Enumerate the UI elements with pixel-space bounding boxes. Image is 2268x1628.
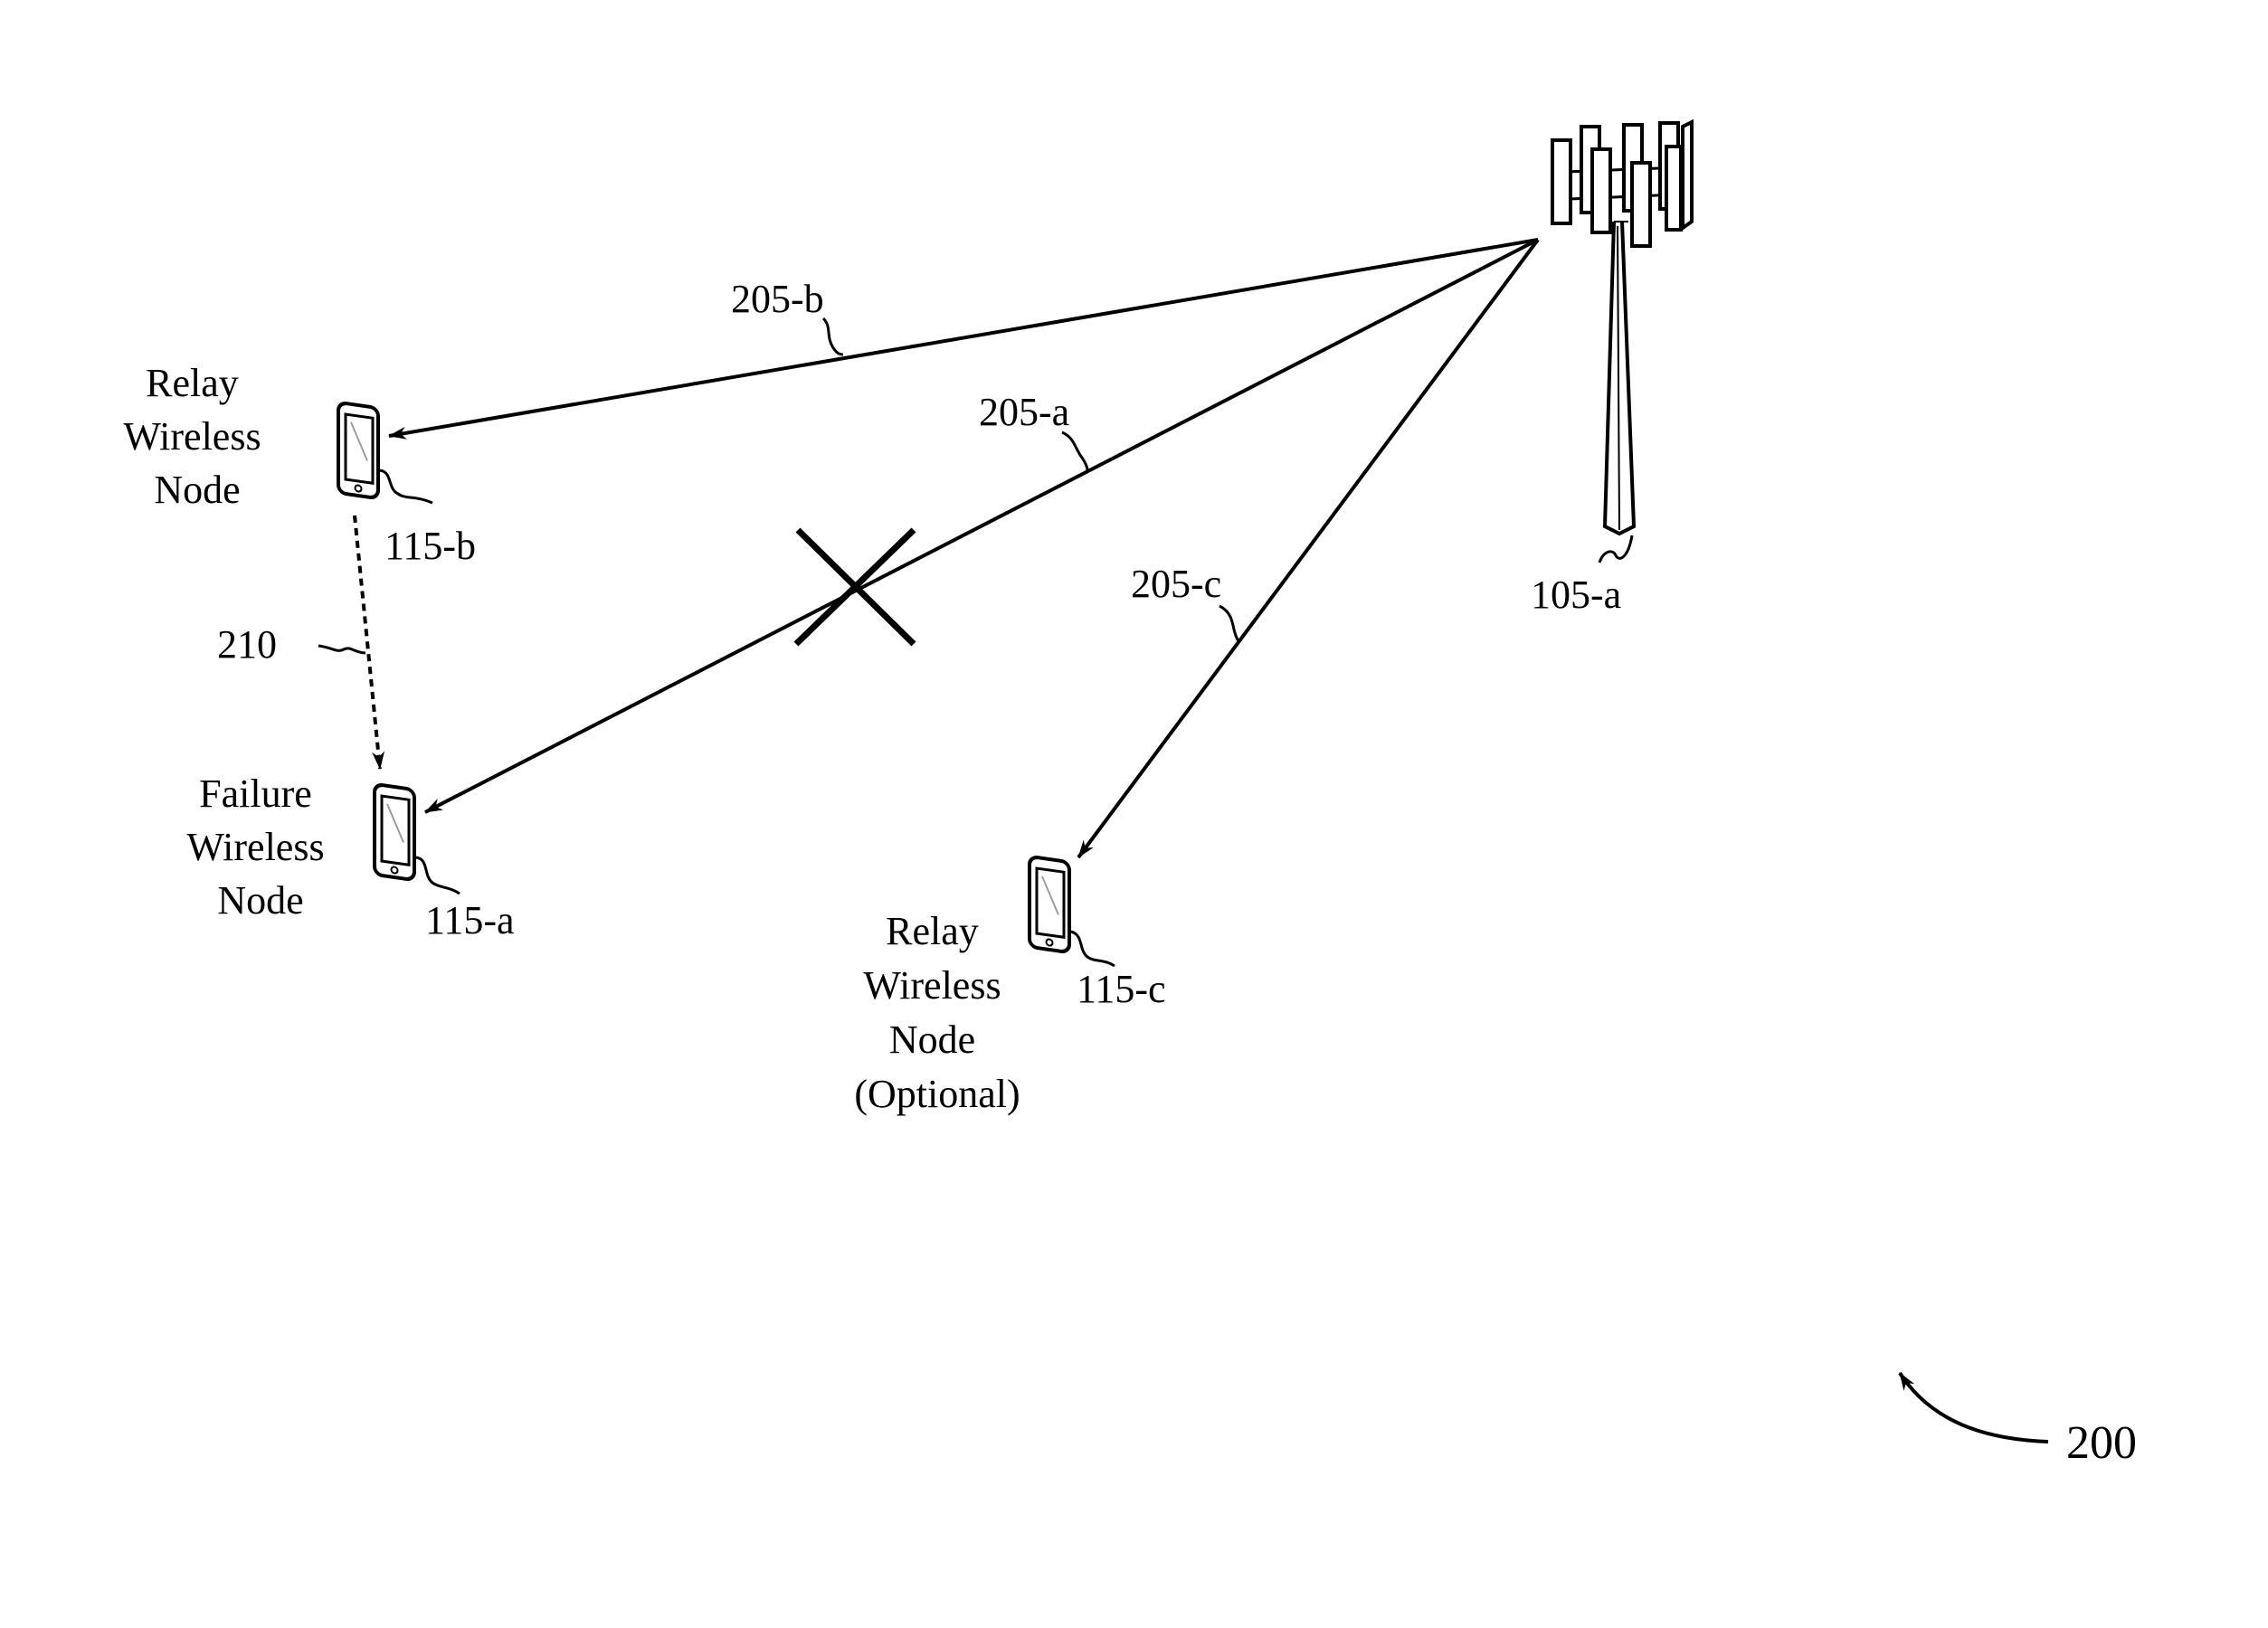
- node-115-a-label-line: Node: [217, 878, 303, 923]
- phone-icon-115-c: [1030, 857, 1069, 952]
- node-115-b-label-line: Relay: [146, 361, 239, 405]
- node-115-c-label-line: Node: [889, 1018, 975, 1062]
- node-115-a-ref: 115-a: [425, 898, 515, 942]
- link-205-b-leader: [823, 318, 843, 355]
- node-115-b-leader: [380, 470, 432, 503]
- phone-icon-115-a: [375, 784, 414, 880]
- node-115-c-leader: [1071, 932, 1115, 966]
- figure-number: 200: [2066, 1417, 2137, 1469]
- link-205-c-leader: [1219, 606, 1239, 642]
- link-205-a-leader: [1062, 432, 1087, 470]
- base-station-leader: [1599, 535, 1632, 563]
- link-205-b: [389, 240, 1538, 436]
- node-115-b-label: Relay Wireless Node: [123, 361, 270, 512]
- node-115-a-label-line: Failure: [199, 771, 312, 816]
- link-205-b-label: 205-b: [731, 277, 824, 321]
- sidelink-210-label: 210: [217, 622, 277, 667]
- node-115-b-label-line: Node: [154, 468, 240, 512]
- link-failure-x-icon: [796, 530, 914, 644]
- node-115-c-label: Relay Wireless Node (Optional): [854, 909, 1020, 1116]
- node-115-b-ref: 115-b: [384, 524, 476, 568]
- node-115-c-label-line: Wireless: [863, 963, 1001, 1008]
- sidelink-210: [355, 516, 380, 769]
- link-205-a: [425, 240, 1538, 812]
- base-station-ref: 105-a: [1531, 573, 1621, 617]
- node-115-a-leader: [416, 857, 460, 894]
- node-115-c-label-line: Relay: [886, 909, 979, 953]
- link-205-c-label: 205-c: [1131, 562, 1221, 606]
- node-115-a-label: Failure Wireless Node: [186, 771, 334, 923]
- node-115-c-ref: 115-c: [1077, 967, 1166, 1011]
- phone-icon-115-b: [338, 402, 378, 498]
- node-115-b-label-line: Wireless: [123, 414, 261, 459]
- link-205-a-label: 205-a: [979, 390, 1069, 434]
- cell-tower-icon: [1552, 122, 1692, 534]
- node-115-a-label-line: Wireless: [186, 825, 324, 869]
- sidelink-210-leader: [318, 646, 365, 653]
- link-205-c: [1078, 240, 1538, 857]
- node-115-c-label-line: (Optional): [854, 1072, 1020, 1116]
- figure-number-arrow: [1900, 1373, 2048, 1442]
